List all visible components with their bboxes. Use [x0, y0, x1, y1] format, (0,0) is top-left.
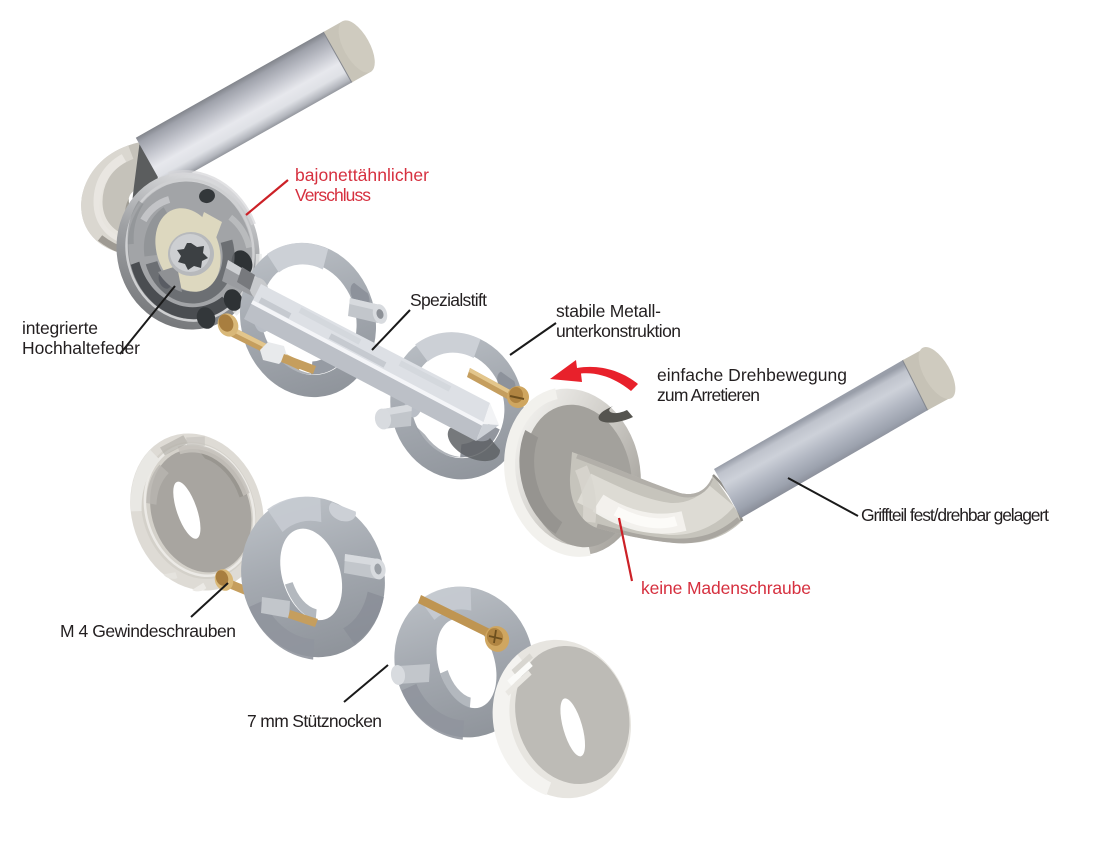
svg-text:Griffteil fest/drehbar gelager: Griffteil fest/drehbar gelagert	[861, 505, 1049, 525]
svg-text:zum Arretieren: zum Arretieren	[657, 385, 760, 405]
svg-text:stabile Metall-: stabile Metall-	[556, 301, 661, 321]
svg-text:unterkonstruktion: unterkonstruktion	[556, 321, 681, 341]
svg-text:Hochhaltefeder: Hochhaltefeder	[22, 338, 140, 358]
svg-text:integrierte: integrierte	[22, 318, 98, 338]
svg-text:keine Madenschraube: keine Madenschraube	[641, 578, 811, 598]
svg-text:bajonettähnlicher: bajonettähnlicher	[295, 165, 429, 185]
svg-text:Spezialstift: Spezialstift	[410, 290, 487, 310]
svg-text:Verschluss: Verschluss	[295, 185, 371, 205]
svg-text:M 4 Gewindeschrauben: M 4 Gewindeschrauben	[60, 621, 236, 641]
svg-text:einfache Drehbewegung: einfache Drehbewegung	[657, 365, 847, 385]
svg-text:7 mm Stütznocken: 7 mm Stütznocken	[247, 711, 382, 731]
